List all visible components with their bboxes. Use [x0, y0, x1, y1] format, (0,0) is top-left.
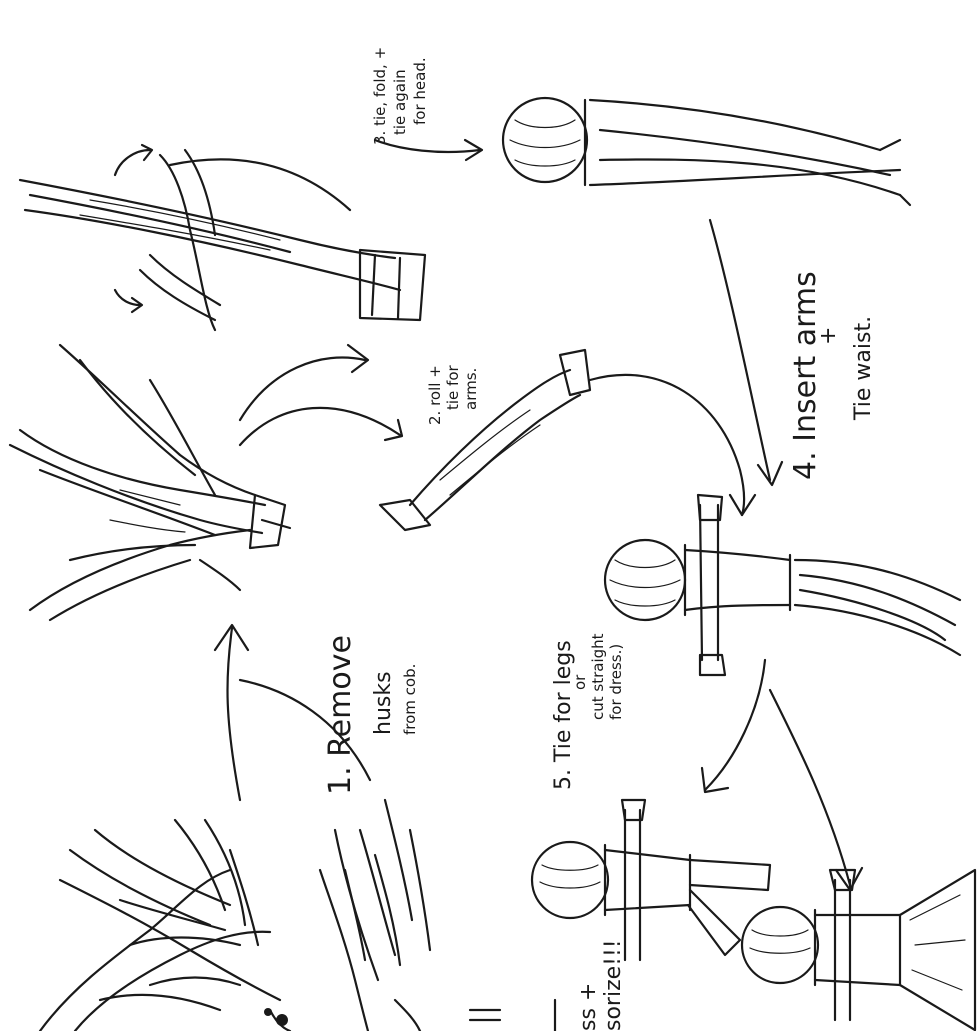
arrow-fold-to-head	[375, 140, 482, 160]
step6-line2: sorize!!!	[601, 939, 626, 1031]
step4-line3: Tie waist.	[851, 316, 876, 421]
step2-line3: arms.	[462, 368, 480, 410]
husk-bundle-illustration	[10, 345, 290, 620]
step1-line1: 1. Remove	[323, 635, 358, 795]
folded-husk-illustration	[20, 145, 425, 330]
step2-line2: tie for	[444, 364, 462, 410]
doll-with-arms-illustration	[605, 495, 960, 675]
arrow-doll-to-dress	[770, 690, 862, 890]
rolled-arms-illustration	[380, 350, 590, 530]
finished-doll-legs-illustration	[532, 800, 770, 960]
step5-line2: or	[571, 674, 589, 690]
arrow-doll-to-legs	[702, 660, 765, 792]
step4-line1: 4. Insert arms	[788, 271, 823, 480]
step3-line3: for head.	[411, 57, 429, 125]
divider-marks	[470, 1000, 555, 1031]
arrow-arms-to-insert	[590, 375, 755, 515]
step3-line2: tie again	[391, 69, 409, 135]
corn-cob-illustration	[40, 800, 430, 1031]
arrow-husks-to-roll	[240, 408, 402, 445]
step5-line3: cut straight	[589, 633, 607, 720]
step6-line1: ss +	[576, 983, 601, 1031]
step3-line1: 3. tie, fold, +	[371, 47, 389, 145]
step5-line1: 5. Tie for legs	[551, 640, 576, 790]
finished-doll-dress-illustration	[742, 870, 975, 1030]
step2-line1: 2. roll +	[426, 365, 444, 425]
step1-line2: husks	[371, 671, 396, 735]
arrow-head-to-insert	[710, 220, 782, 485]
step4-line2: +	[816, 327, 841, 345]
head-tied-illustration	[503, 98, 910, 205]
step1-line3: from cob.	[401, 664, 419, 735]
step5-line4: for dress.)	[607, 644, 625, 720]
